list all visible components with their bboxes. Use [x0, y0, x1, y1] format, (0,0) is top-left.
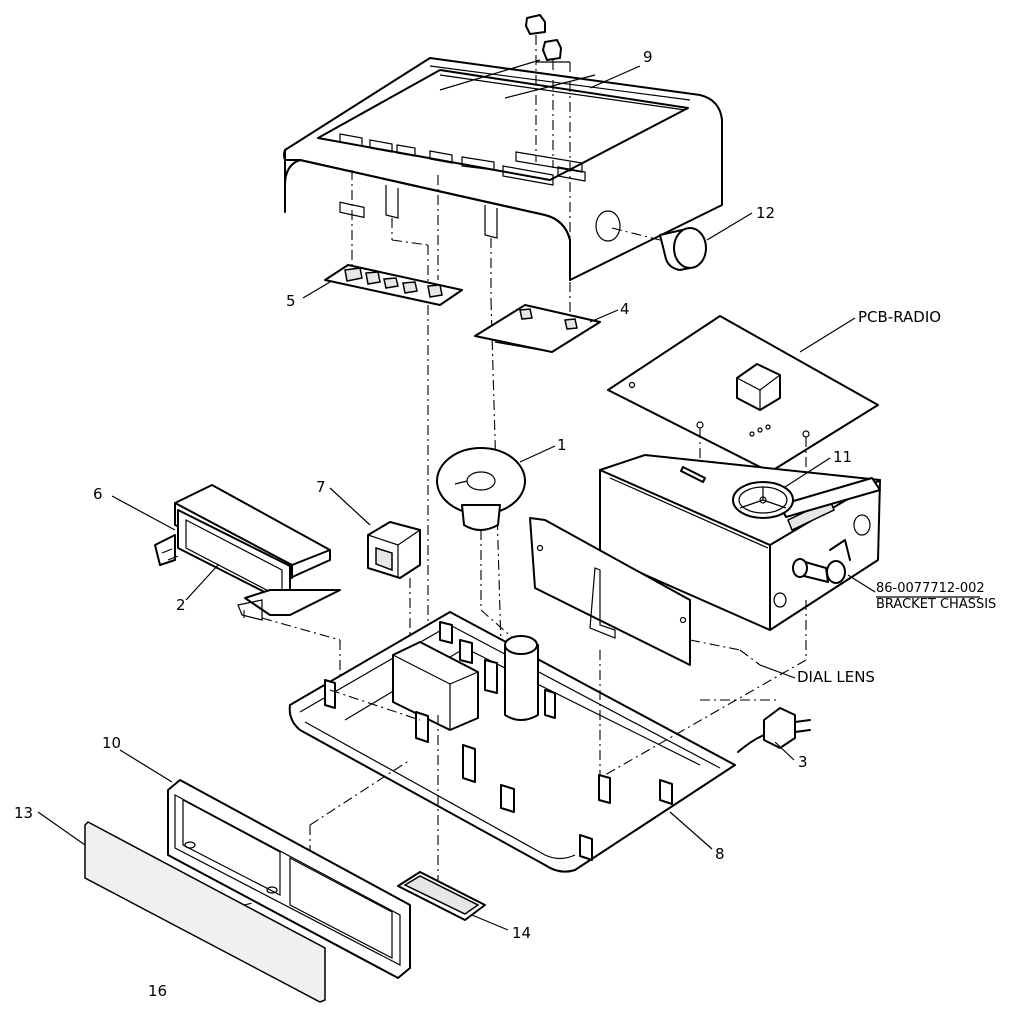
label-bracket-chassis: BRACKET CHASSIS	[876, 597, 996, 612]
battery-door	[397, 871, 486, 921]
label-pcb-radio: PCB-RADIO	[858, 308, 941, 326]
speaker	[436, 447, 526, 641]
base-cabinet	[288, 611, 736, 873]
transformer	[367, 521, 421, 640]
label-part-16: 16	[148, 982, 167, 1000]
label-bracket-part-number: 86-0077712-002	[876, 581, 985, 596]
top-cabinet	[283, 57, 723, 281]
tuning-dial	[732, 481, 794, 519]
label-part-10: 10	[102, 734, 121, 752]
label-part-12: 12	[756, 204, 775, 222]
top-buttons	[525, 14, 571, 320]
label-part-11: 11	[833, 448, 852, 466]
pcb-display-board	[324, 264, 463, 306]
dial-lens-panel	[529, 517, 691, 666]
label-part-2: 2	[176, 596, 186, 614]
label-dial-lens: DIAL LENS	[797, 668, 875, 686]
pcb-radio-board	[607, 315, 879, 600]
leader-lines	[37, 65, 980, 931]
label-part-14: 14	[512, 924, 531, 942]
label-part-4: 4	[620, 300, 630, 318]
knob	[611, 227, 707, 271]
label-part-13: 13	[14, 804, 33, 822]
label-part-8: 8	[715, 845, 725, 863]
front-panel	[167, 779, 411, 979]
label-part-7: 7	[316, 478, 326, 496]
label-part-9: 9	[643, 48, 653, 66]
front-lens	[84, 821, 326, 1003]
label-part-6: 6	[93, 485, 103, 503]
label-part-3: 3	[798, 753, 808, 771]
display-module	[154, 484, 341, 690]
label-part-5: 5	[286, 292, 296, 310]
label-part-1: 1	[557, 436, 567, 454]
bracket-chassis	[599, 454, 881, 631]
ac-plug	[737, 707, 811, 753]
part-labels: 9 12 5 4 PCB-RADIO 1 11 7 6 2 86-0077712…	[14, 48, 996, 1000]
pcb-switch-board	[474, 304, 601, 353]
